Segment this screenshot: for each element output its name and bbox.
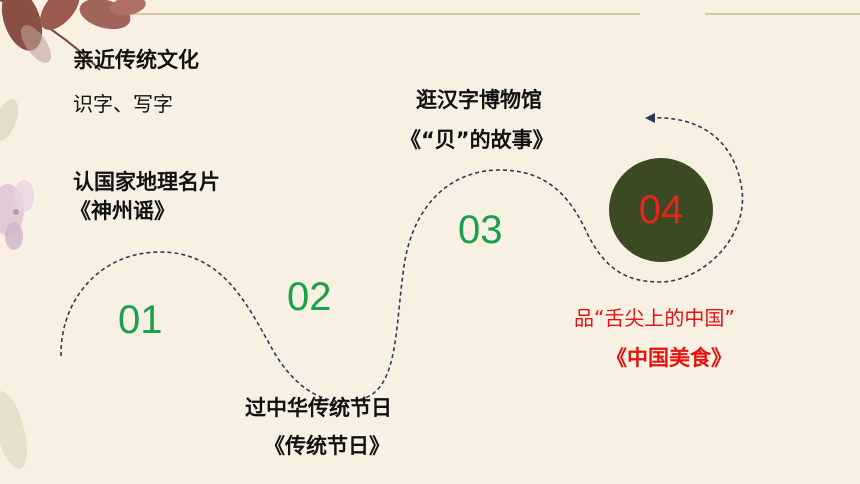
item-title: 逛汉字博物馆 [416, 88, 542, 112]
item-subtitle: 《“贝”的故事》 [400, 128, 554, 152]
top-divider-line [120, 13, 640, 15]
item-subtitle: 《传统节日》 [264, 434, 390, 458]
step-number: 03 [458, 208, 503, 252]
flower-icon [0, 99, 34, 469]
step-number: 01 [118, 298, 163, 342]
item-title: 过中华传统节日 [245, 396, 392, 420]
step-number: 04 [638, 188, 684, 232]
item-title: 亲近传统文化 [73, 48, 199, 72]
arrowhead-icon [645, 113, 655, 123]
step-number: 02 [287, 275, 332, 319]
top-divider-line [705, 13, 860, 15]
highlight-circle [609, 158, 713, 262]
item-subtitle: 《中国美食》 [606, 346, 732, 370]
item-subtitle: 《神州谣》 [70, 199, 175, 223]
item-title: 认国家地理名片 [73, 170, 220, 194]
leaf-branch-icon [0, 0, 146, 71]
item-title: 品“舌尖上的中国” [574, 306, 735, 330]
timeline-path [60, 117, 744, 403]
item-subtitle: 识字、写字 [73, 92, 173, 116]
